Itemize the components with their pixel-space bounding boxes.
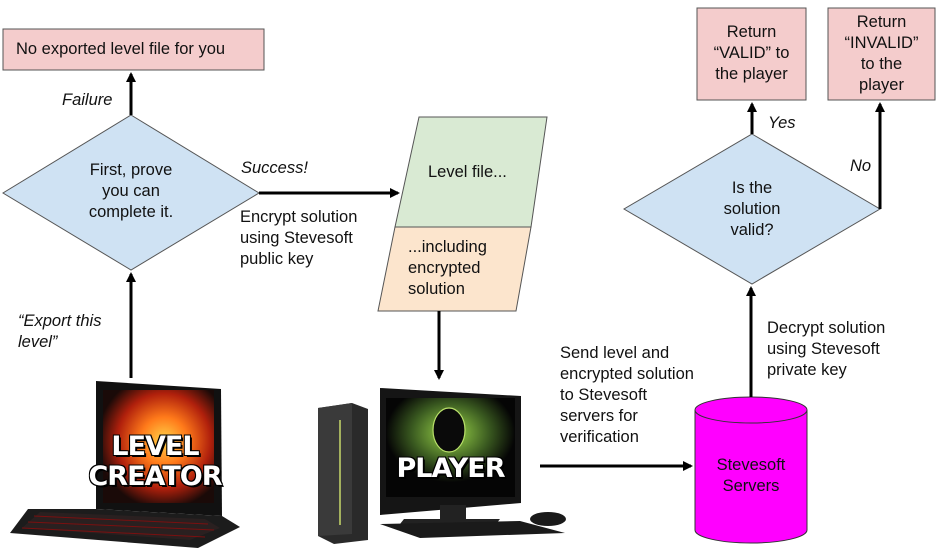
encrypted-solution-shape	[377, 226, 532, 312]
no-export-box	[2, 28, 265, 71]
laptop-icon	[10, 381, 240, 548]
valid-decision-diamond	[623, 133, 881, 285]
return-invalid-box	[827, 7, 936, 101]
level-file-shape	[394, 116, 548, 228]
return-valid-box	[696, 7, 807, 101]
prove-decision-diamond	[2, 114, 260, 271]
server-cylinder-icon	[694, 396, 808, 544]
desktop-computer-icon	[318, 388, 566, 544]
